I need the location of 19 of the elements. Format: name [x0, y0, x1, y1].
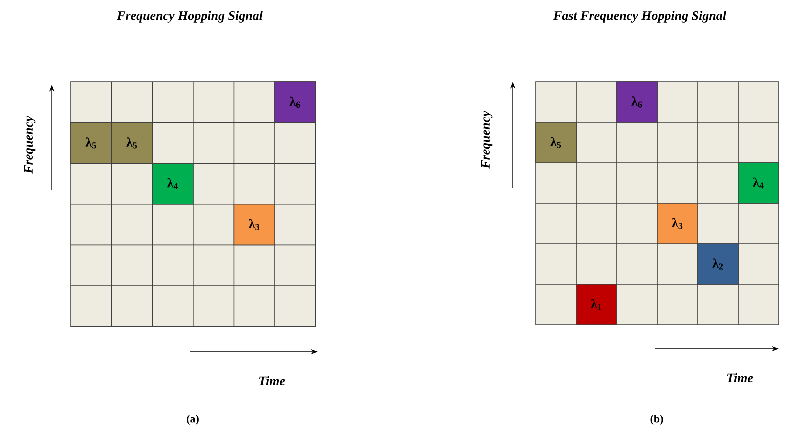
colored-cell: λ$_{3}$ [234, 204, 276, 246]
axis-label: Time [727, 373, 754, 383]
colored-cell: λ$_{6}$ [616, 82, 658, 123]
colored-cell: λ$_{2}$ [698, 244, 739, 285]
colored-cell: λ$_{5}$ [111, 122, 153, 164]
panel-title: Frequency Hopping Signal [117, 11, 263, 23]
colored-cell: λ$_{4}$ [738, 162, 780, 204]
axis-label: Time [259, 376, 286, 386]
colored-cell: λ$_{1}$ [576, 284, 618, 326]
axis-label: Frequency [24, 116, 36, 174]
panel-title: Fast Frequency Hopping Signal [554, 11, 726, 23]
panel-label: (a) [187, 415, 199, 425]
colored-cell: λ$_{3}$ [657, 203, 698, 244]
panel-label: (b) [650, 415, 664, 425]
axis-label: Frequency [481, 111, 493, 169]
colored-cell: λ$_{5}$ [70, 122, 112, 164]
colored-cell: λ$_{5}$ [536, 122, 577, 164]
colored-cell: λ$_{6}$ [274, 82, 316, 124]
colored-cell: λ$_{4}$ [152, 163, 194, 205]
